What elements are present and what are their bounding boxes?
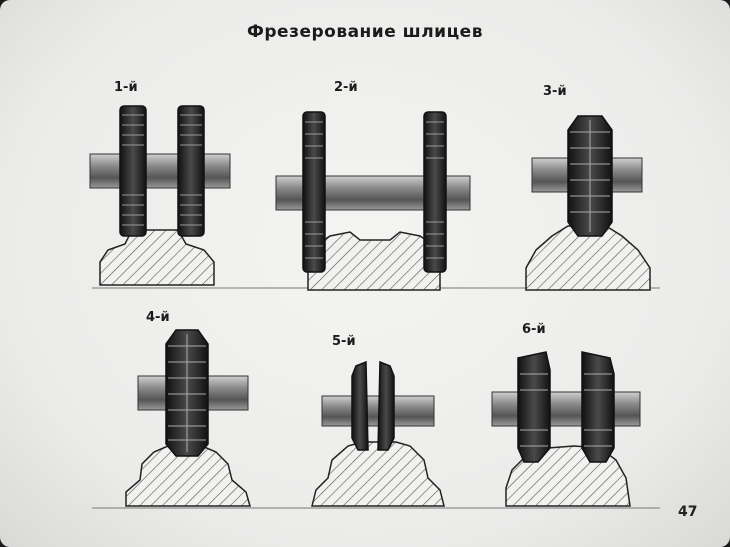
panel-4-drawing <box>125 329 251 507</box>
cutter <box>581 351 615 463</box>
panel-2-drawing <box>275 111 471 291</box>
cutter <box>177 105 205 237</box>
page-number: 47 <box>678 504 698 520</box>
panel-3-label: 3-й <box>543 84 567 99</box>
workpiece-section <box>311 441 445 507</box>
cutter <box>302 111 326 273</box>
panel-1-drawing <box>89 105 231 286</box>
panel-2-label: 2-й <box>334 80 358 95</box>
panel-6-label: 6-й <box>522 322 546 337</box>
cutter <box>423 111 447 273</box>
slide-title: Фрезерование шлицев <box>247 22 483 42</box>
cutter <box>119 105 147 237</box>
panel-3-drawing <box>525 115 651 291</box>
workpiece-section <box>99 229 215 286</box>
cutter <box>517 351 551 463</box>
panel-5-drawing <box>311 360 445 507</box>
cutter <box>351 360 369 451</box>
panel-4-label: 4-й <box>146 310 170 325</box>
shaft <box>491 391 641 427</box>
workpiece-section <box>307 231 441 291</box>
panel-5-label: 5-й <box>332 334 356 349</box>
panel-1-label: 1-й <box>114 80 138 95</box>
cutter <box>377 360 395 451</box>
shaft <box>89 153 231 189</box>
panel-6-drawing <box>491 351 641 507</box>
